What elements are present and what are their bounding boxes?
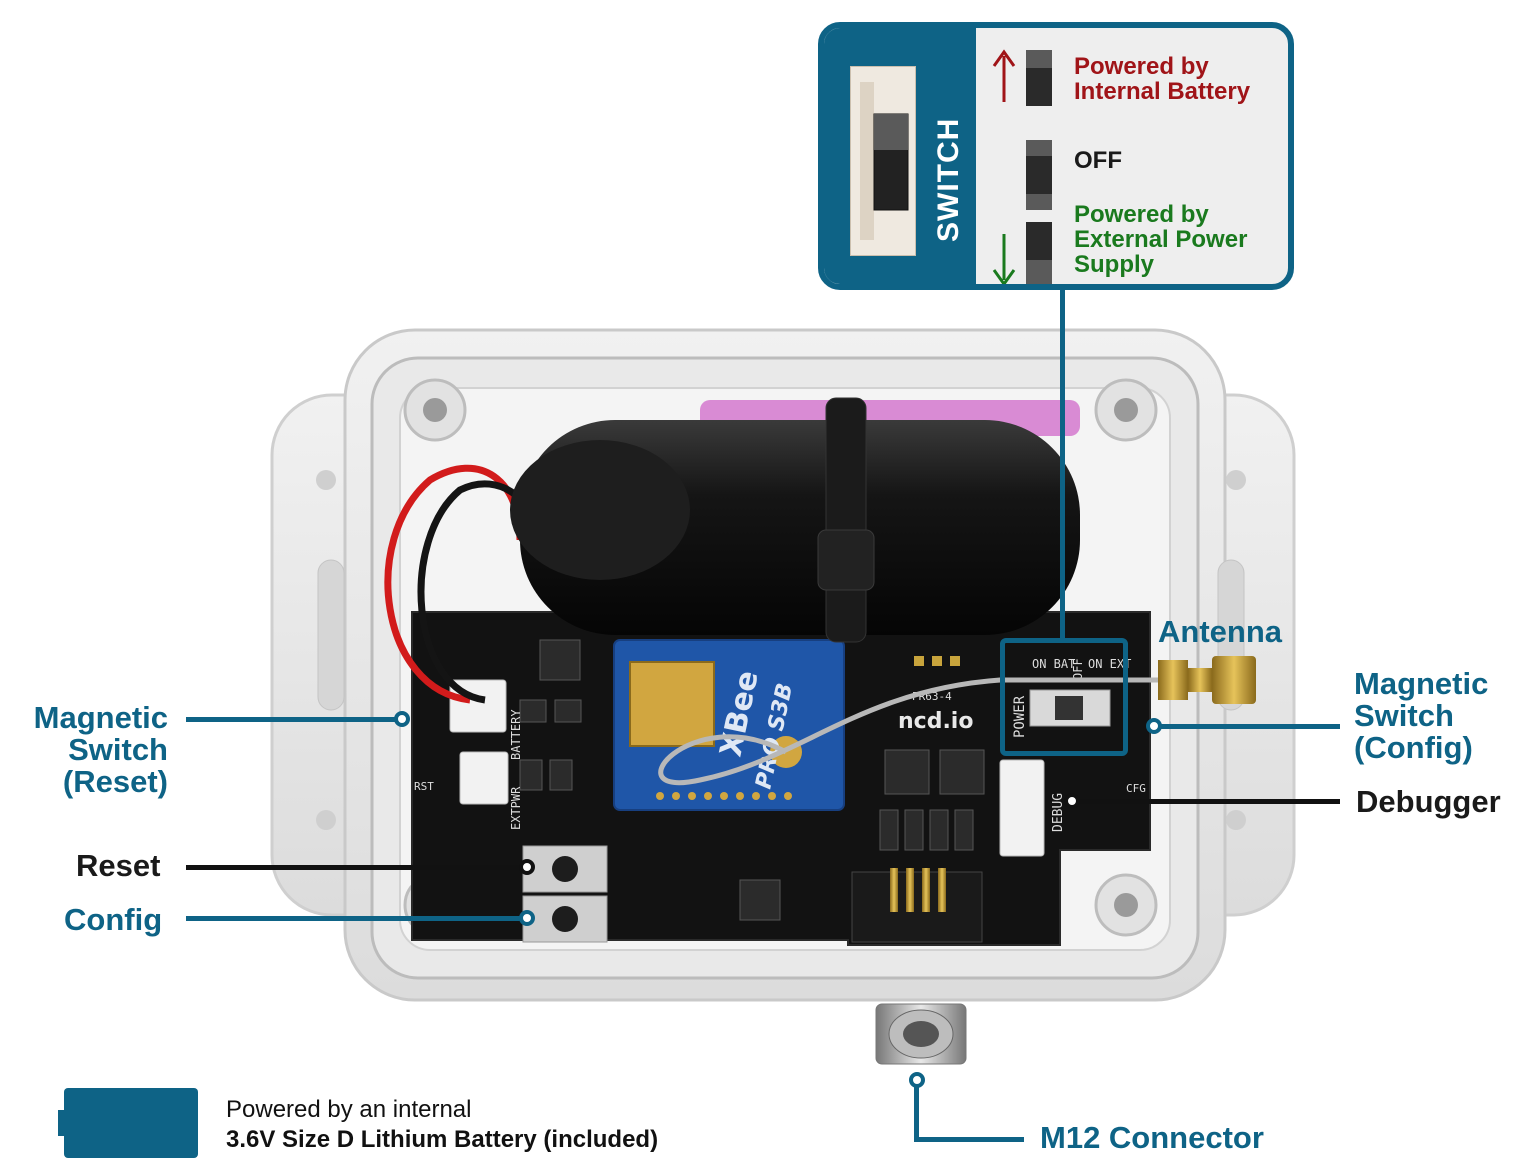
- switch-legend-panel: SWITCH Powered by Internal Battery OFF P…: [818, 22, 1294, 290]
- antenna-connector-icon: [1158, 656, 1256, 704]
- battery-legend-nub: [58, 1110, 66, 1136]
- arrow-up-icon: [992, 49, 1016, 102]
- legend-line2: 3.6V Size D Lithium Battery (included): [226, 1126, 659, 1153]
- option-internal-battery-line1: Powered by: [1074, 53, 1209, 80]
- label-magnetic-switch-config: Magnetic Switch (Config): [1354, 668, 1488, 764]
- marker-reset: [519, 859, 535, 875]
- option-external-power: Powered by External Power Supply: [1074, 202, 1247, 277]
- label-magnetic-switch-reset: Magnetic Switch (Reset): [18, 702, 168, 798]
- switch-up-icon: [1026, 50, 1052, 106]
- board-power-label: POWER: [1012, 695, 1028, 738]
- label-config: Config: [64, 902, 163, 937]
- board-debug-label: DEBUG: [1051, 793, 1066, 832]
- leader-m12-horizontal: [914, 1137, 1024, 1142]
- slide-switch-icon: [850, 66, 916, 256]
- legend-line1: Powered by an internal: [226, 1096, 472, 1123]
- label-magnetic-config-line2: Switch: [1354, 698, 1454, 733]
- board-onext-label: ON EXT: [1088, 657, 1131, 671]
- label-magnetic-config-line1: Magnetic: [1354, 666, 1489, 701]
- m12-connector-icon: [875, 1003, 967, 1065]
- option-external-power-line2: External Power: [1074, 226, 1248, 253]
- label-antenna: Antenna: [1158, 614, 1282, 649]
- board-off-label: OFF: [1071, 658, 1085, 680]
- label-magnetic-reset-line3: (Reset): [62, 764, 168, 799]
- screw-boss-icon: [1094, 378, 1158, 442]
- board-extpwr-label: EXTPWR: [509, 786, 523, 830]
- label-magnetic-reset-line1: Magnetic: [33, 700, 168, 735]
- switch-leader-line: [1060, 288, 1065, 640]
- leader-magnetic-config: [1160, 724, 1340, 729]
- leader-debugger: [1076, 799, 1340, 804]
- switch-legend-header: [824, 28, 976, 284]
- antenna-cable: [658, 677, 1160, 786]
- arrow-down-icon: [992, 234, 1016, 284]
- leader-magnetic-reset: [186, 717, 396, 722]
- option-off: OFF: [1074, 147, 1122, 174]
- leader-reset: [186, 865, 522, 870]
- switch-positions: [992, 49, 1052, 284]
- marker-config: [519, 910, 535, 926]
- screw-boss-icon: [403, 378, 467, 442]
- board-brand-label: ncd.io: [898, 709, 973, 734]
- label-magnetic-reset-line2: Switch: [68, 732, 168, 767]
- xbee-module: XBee PRO S3B: [613, 639, 845, 811]
- battery-legend-icon: [64, 1088, 198, 1158]
- switch-title: SWITCH: [932, 117, 965, 242]
- switch-down-icon: [1026, 222, 1052, 284]
- leader-config: [186, 916, 522, 921]
- option-external-power-line3: Supply: [1074, 251, 1155, 278]
- marker-magnetic-reset: [394, 711, 410, 727]
- marker-debugger: [1064, 793, 1080, 809]
- switch-middle-icon: [1026, 140, 1052, 210]
- battery-cell: [510, 397, 1080, 643]
- label-magnetic-config-line3: (Config): [1354, 730, 1473, 765]
- option-internal-battery-line2: Internal Battery: [1074, 78, 1251, 105]
- board-battery-label: BATTERY: [509, 709, 523, 760]
- label-reset: Reset: [76, 848, 161, 883]
- option-external-power-line1: Powered by: [1074, 201, 1209, 228]
- label-debugger: Debugger: [1356, 784, 1501, 819]
- screw-boss-icon: [1094, 873, 1158, 937]
- board-rst-label: RST: [414, 780, 434, 793]
- leader-m12-vertical: [914, 1086, 919, 1142]
- board-cfg-label: CFG: [1126, 782, 1146, 795]
- marker-magnetic-config: [1146, 718, 1162, 734]
- label-m12-connector: M12 Connector: [1040, 1120, 1264, 1155]
- power-switch-highlight: [1000, 638, 1128, 756]
- board-onbat-label: ON BAT: [1032, 657, 1075, 671]
- option-internal-battery: Powered by Internal Battery: [1074, 54, 1250, 104]
